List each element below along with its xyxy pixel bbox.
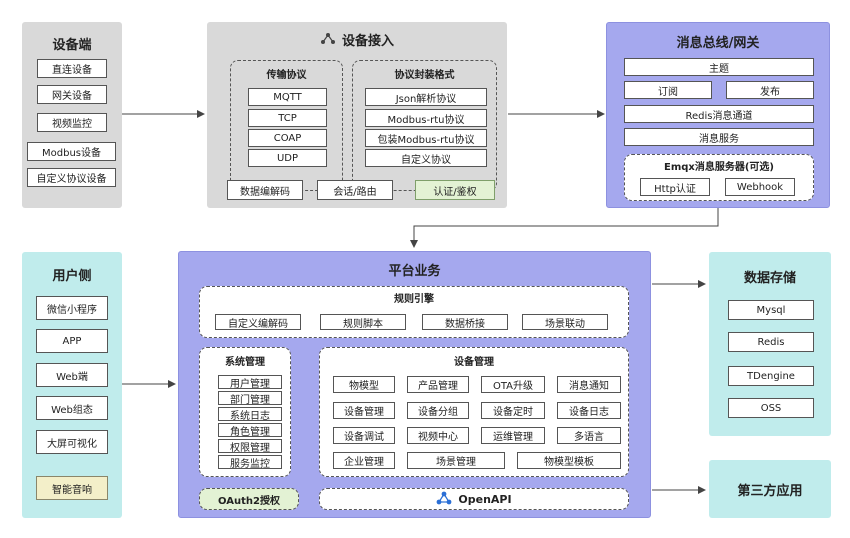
data-storage-title: 数据存储: [743, 271, 796, 286]
rule-engine-item: 场景联动: [522, 314, 608, 330]
transport-item: TCP: [248, 109, 327, 127]
device-item: Modbus设备: [27, 142, 116, 161]
system-mgmt-group: 系统管理 用户管理 部门管理 系统日志 角色管理 权限管理 服务监控: [199, 347, 291, 477]
device-mgmt-item: 设备管理: [333, 402, 395, 419]
subscribe-box: 订阅: [624, 81, 712, 99]
storage-item: OSS: [728, 398, 814, 418]
rule-engine-item: 数据桥接: [422, 314, 508, 330]
rule-engine-item: 自定义编解码: [215, 314, 301, 330]
protocol-format-item: Json解析协议: [365, 88, 487, 106]
device-access-panel: 设备接入 传输协议 MQTT TCP COAP UDP 协议封装格式 Json解…: [207, 22, 507, 208]
message-bus-title: 消息总线/网关: [676, 36, 760, 51]
system-mgmt-title: 系统管理: [225, 357, 265, 368]
third-party-panel: 第三方应用: [709, 460, 831, 518]
session-routing-box: 会话/路由: [317, 180, 393, 200]
device-mgmt-group: 设备管理 物模型 产品管理 OTA升级 消息通知 设备管理 设备分组 设备定时 …: [319, 347, 629, 477]
device-mgmt-title: 设备管理: [454, 357, 494, 368]
storage-item: Mysql: [728, 300, 814, 320]
data-storage-panel: 数据存储 Mysql Redis TDengine OSS: [709, 252, 831, 436]
device-item: 自定义协议设备: [27, 168, 116, 187]
platform-title: 平台业务: [388, 264, 441, 279]
device-mgmt-item: OTA升级: [481, 376, 545, 393]
openapi-group: OpenAPI: [319, 488, 629, 510]
rule-engine-item: 规则脚本: [320, 314, 406, 330]
transport-item: MQTT: [248, 88, 327, 106]
protocol-format-group: 协议封装格式 Json解析协议 Modbus-rtu协议 包装Modbus-rt…: [352, 60, 497, 191]
device-mgmt-item: 物模型: [333, 376, 395, 393]
oauth-label: OAuth2授权: [218, 495, 280, 507]
emqx-group: Emqx消息服务器(可选) Http认证 Webhook: [624, 154, 814, 201]
third-party-title: 第三方应用: [737, 483, 803, 499]
user-side-title: 用户侧: [52, 269, 92, 284]
openapi-icon: [436, 490, 452, 509]
emqx-title: Emqx消息服务器(可选): [664, 162, 774, 173]
system-mgmt-item: 服务监控: [218, 455, 282, 470]
transport-protocol-title: 传输协议: [266, 70, 307, 81]
device-item: 网关设备: [37, 85, 107, 104]
system-mgmt-item: 权限管理: [218, 439, 282, 454]
device-mgmt-item: 设备分组: [407, 402, 469, 419]
http-auth-box: Http认证: [640, 178, 710, 196]
transport-item: UDP: [248, 149, 327, 167]
device-mgmt-item: 场景管理: [407, 452, 505, 469]
user-item: 微信小程序: [36, 296, 108, 320]
protocol-format-title: 协议封装格式: [394, 70, 455, 81]
device-mgmt-item: 运维管理: [481, 427, 545, 444]
device-side-title: 设备端: [52, 38, 92, 53]
system-mgmt-item: 用户管理: [218, 375, 282, 390]
codec-box: 数据编解码: [227, 180, 303, 200]
user-item: Web端: [36, 363, 108, 387]
device-mgmt-item: 视频中心: [407, 427, 469, 444]
user-item: APP: [36, 329, 108, 353]
device-mgmt-item: 设备调试: [333, 427, 395, 444]
protocol-format-item: Modbus-rtu协议: [365, 109, 487, 127]
device-mgmt-item: 设备定时: [481, 402, 545, 419]
rule-engine-title: 规则引擎: [394, 294, 434, 305]
storage-item: Redis: [728, 332, 814, 352]
protocol-format-item: 包装Modbus-rtu协议: [365, 129, 487, 147]
device-mgmt-item: 设备日志: [557, 402, 621, 419]
device-mgmt-item: 产品管理: [407, 376, 469, 393]
platform-panel: 平台业务 规则引擎 自定义编解码 规则脚本 数据桥接 场景联动 系统管理 用户管…: [178, 251, 651, 518]
device-item: 视频监控: [37, 113, 107, 132]
device-mgmt-item: 消息通知: [557, 376, 621, 393]
user-side-panel: 用户侧 微信小程序 APP Web端 Web组态 大屏可视化 智能音响: [22, 252, 122, 518]
publish-box: 发布: [726, 81, 814, 99]
protocol-format-item: 自定义协议: [365, 149, 487, 167]
device-access-title: 设备接入: [207, 30, 507, 49]
device-mgmt-item: 物模型模板: [517, 452, 621, 469]
transport-protocol-group: 传输协议 MQTT TCP COAP UDP: [230, 60, 343, 191]
user-item: 大屏可视化: [36, 430, 108, 454]
oauth-group: OAuth2授权: [199, 488, 299, 510]
webhook-box: Webhook: [725, 178, 795, 196]
user-item: Web组态: [36, 396, 108, 420]
user-item-smart-speaker: 智能音响: [36, 476, 108, 500]
device-side-panel: 设备端 直连设备 网关设备 视频监控 Modbus设备 自定义协议设备: [22, 22, 122, 208]
system-mgmt-item: 部门管理: [218, 391, 282, 406]
transport-item: COAP: [248, 129, 327, 147]
openapi-label: OpenAPI: [458, 492, 512, 506]
auth-box: 认证/鉴权: [415, 180, 495, 200]
link-icon: [320, 31, 336, 49]
topic-box: 主题: [624, 58, 814, 76]
system-mgmt-item: 角色管理: [218, 423, 282, 438]
redis-channel-box: Redis消息通道: [624, 105, 814, 123]
device-mgmt-item: 企业管理: [333, 452, 395, 469]
message-bus-panel: 消息总线/网关 主题 订阅 发布 Redis消息通道 消息服务 Emqx消息服务…: [606, 22, 830, 208]
message-service-box: 消息服务: [624, 128, 814, 146]
system-mgmt-item: 系统日志: [218, 407, 282, 422]
arrow-bus-to-platform: [410, 208, 719, 248]
storage-item: TDengine: [728, 366, 814, 386]
rule-engine-group: 规则引擎 自定义编解码 规则脚本 数据桥接 场景联动: [199, 286, 629, 338]
device-mgmt-item: 多语言: [557, 427, 621, 444]
device-item: 直连设备: [37, 59, 107, 78]
